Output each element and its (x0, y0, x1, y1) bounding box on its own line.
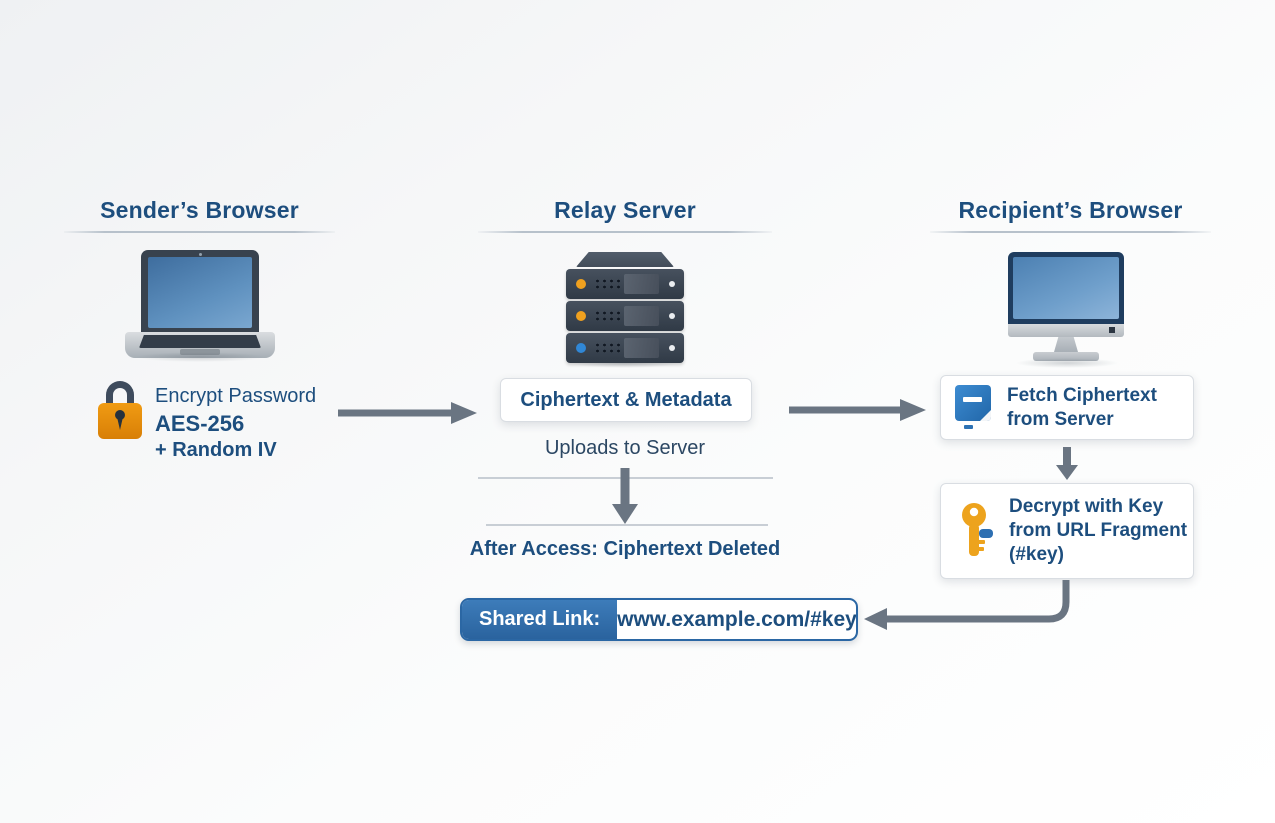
padlock-icon (98, 381, 142, 439)
recipient-column-rule (930, 231, 1211, 233)
recipient-column-title: Recipient’s Browser (958, 197, 1183, 223)
arrow-fetch-to-decrypt (1056, 447, 1078, 480)
shared-link-url: www.example.com/#key (617, 607, 857, 631)
random-iv-label: + Random IV (155, 439, 277, 461)
decrypt-text: Decrypt with Key from URL Fragment (#key… (1009, 495, 1187, 567)
relay-column-rule (478, 231, 772, 233)
fetch-line-1: Fetch Ciphertext (1007, 384, 1157, 406)
decrypt-line-3: (#key) (1009, 544, 1064, 565)
server-shadow (570, 358, 680, 368)
sender-column-rule (64, 231, 335, 233)
shared-link-box: Shared Link: www.example.com/#key (460, 598, 858, 641)
desktop-monitor-icon (1008, 252, 1124, 361)
encryption-note: Encrypt Password AES-256 + Random IV (155, 383, 316, 464)
fetch-window-icon (955, 384, 993, 431)
key-icon (962, 503, 993, 556)
arrow-decrypt-to-shared-link (864, 580, 1070, 630)
decrypt-line-2: from URL Fragment (1009, 520, 1188, 541)
key-fragment-label: #key (1015, 544, 1058, 565)
uploads-to-server-label: Uploads to Server (544, 437, 706, 459)
laptop-shadow (135, 352, 265, 362)
relay-column-title: Relay Server (554, 197, 696, 223)
sender-column-title: Sender’s Browser (100, 197, 299, 223)
arrow-relay-to-recipient (789, 399, 926, 421)
aes-label: AES-256 (155, 411, 245, 436)
shared-link-label: Shared Link: (462, 600, 618, 639)
laptop-icon (125, 250, 275, 358)
monitor-shadow (1015, 358, 1119, 368)
decrypt-line-1: Decrypt with Key (1009, 496, 1164, 517)
arrow-relay-down (612, 468, 638, 524)
after-access-label: After Access: Ciphertext Deleted (469, 538, 781, 560)
encrypt-password-label: Encrypt Password (155, 385, 317, 407)
fetch-ciphertext-text: Fetch Ciphertext from Server (1007, 384, 1157, 432)
server-stack-icon (563, 252, 687, 363)
ciphertext-metadata-box: Ciphertext & Metadata (500, 378, 752, 422)
relay-divider-bottom (486, 524, 768, 526)
arrow-sender-to-relay (338, 402, 477, 424)
fetch-ciphertext-box: Fetch Ciphertext from Server (940, 375, 1194, 440)
fetch-line-2: from Server (1007, 408, 1114, 430)
decrypt-with-key-box: Decrypt with Key from URL Fragment (#key… (940, 483, 1194, 579)
ciphertext-metadata-label: Ciphertext & Metadata (520, 388, 732, 411)
